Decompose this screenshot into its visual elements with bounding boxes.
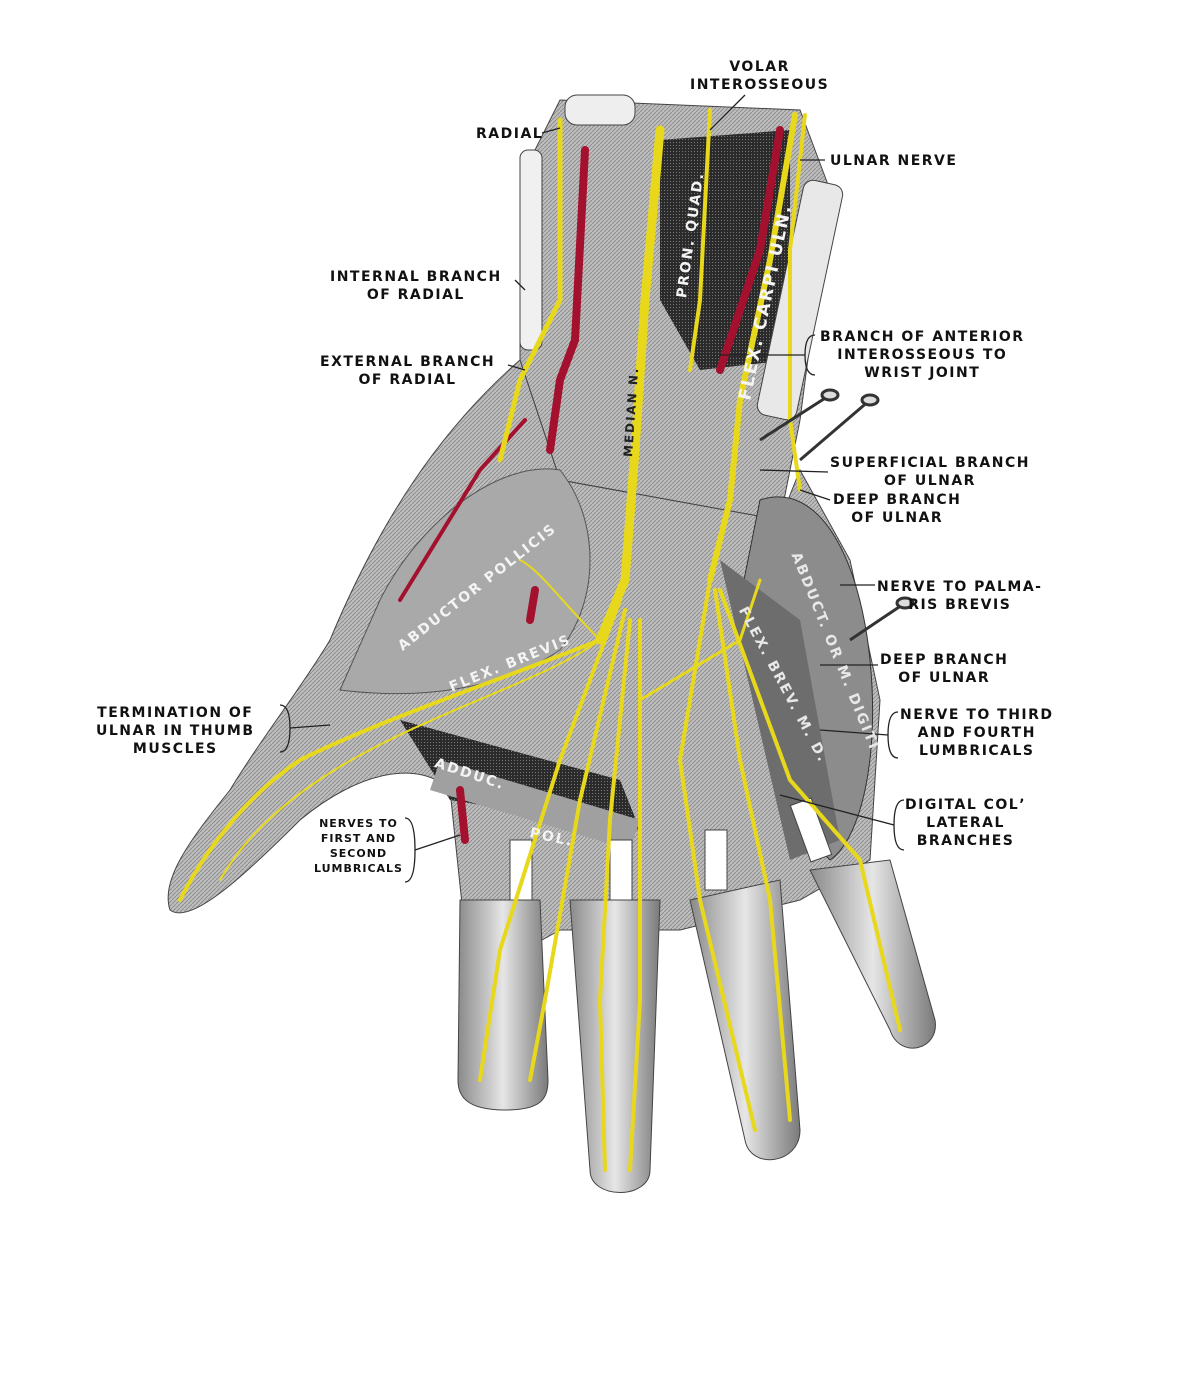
pins bbox=[759, 388, 915, 642]
ring-finger bbox=[689, 879, 801, 1161]
index-finger bbox=[457, 899, 549, 1111]
arteries bbox=[398, 126, 784, 844]
label-ulnar-nerve: ULNAR NERVE bbox=[830, 153, 958, 169]
label-nerve-palmaris-brevis: NERVE TO PALMA-RIS BREVIS bbox=[877, 579, 1043, 613]
label-radial: RADIAL bbox=[476, 126, 544, 142]
nerves bbox=[178, 108, 902, 1172]
little-finger bbox=[809, 859, 936, 1049]
middle-finger bbox=[569, 899, 661, 1193]
leader-lines bbox=[279, 94, 905, 883]
